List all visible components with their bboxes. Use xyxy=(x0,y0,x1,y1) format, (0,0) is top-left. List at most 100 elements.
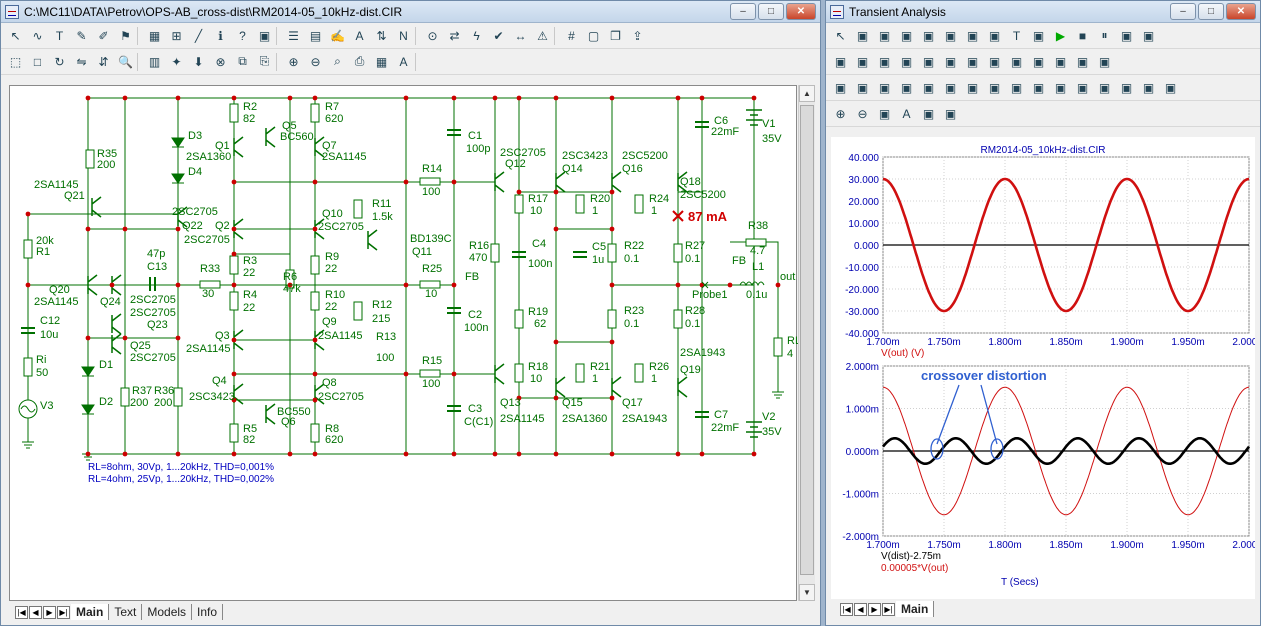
marker2-icon[interactable]: ▣ xyxy=(1142,28,1155,43)
info-icon[interactable]: ℹ xyxy=(218,28,223,43)
font-icon[interactable]: A xyxy=(902,106,911,121)
help-icon[interactable]: ? xyxy=(239,28,246,43)
tab-info[interactable]: Info xyxy=(192,604,224,620)
prev-page-icon[interactable]: ◀ xyxy=(29,605,42,619)
props-icon[interactable]: ▣ xyxy=(1032,28,1045,43)
text-tool-icon[interactable]: T xyxy=(55,28,64,43)
search2-icon[interactable]: ▣ xyxy=(1032,54,1045,69)
component-icon[interactable]: ⊞ xyxy=(171,28,182,43)
tile-icon[interactable]: ▦ xyxy=(375,54,388,69)
window-icon[interactable]: ▣ xyxy=(258,28,271,43)
table-icon[interactable]: ▤ xyxy=(309,28,322,43)
run-icon[interactable]: ▶ xyxy=(1055,28,1066,43)
minimize-button[interactable]: – xyxy=(730,3,756,20)
copy-icon[interactable]: ⧉ xyxy=(238,54,247,68)
zoom-in-icon[interactable]: ⊕ xyxy=(835,106,846,121)
scale-icon[interactable]: ▣ xyxy=(900,28,913,43)
rotate-icon[interactable]: ↻ xyxy=(54,54,65,69)
flip-icon[interactable]: ⇵ xyxy=(98,54,109,69)
page2-icon[interactable]: ❐ xyxy=(610,28,621,43)
list-icon[interactable]: ▣ xyxy=(1076,54,1089,69)
arrow-lr-icon[interactable]: ↔ xyxy=(514,28,527,43)
count-icon[interactable]: ▣ xyxy=(1120,80,1133,95)
flag-icon[interactable]: ⚑ xyxy=(120,28,131,43)
page-icon[interactable]: ▢ xyxy=(587,28,600,43)
valley2-icon[interactable]: ▣ xyxy=(900,80,913,95)
col3-icon[interactable]: ▣ xyxy=(922,54,935,69)
panel-icon[interactable]: ▣ xyxy=(834,54,847,69)
paste-icon[interactable]: ⎘ xyxy=(259,54,270,68)
tab-models[interactable]: Models xyxy=(142,604,193,620)
scroll-down-icon[interactable]: ▼ xyxy=(799,584,815,601)
schematic-vscrollbar[interactable]: ▲ ▼ xyxy=(798,85,815,601)
peak-icon[interactable]: ▣ xyxy=(922,28,935,43)
grid-icon[interactable]: # xyxy=(568,28,575,43)
wire-icon[interactable]: ∿ xyxy=(32,28,43,43)
slope-icon[interactable]: ▣ xyxy=(988,80,1001,95)
font-icon[interactable]: A xyxy=(399,54,408,69)
analysis-next-icon[interactable]: ▶ xyxy=(868,602,881,616)
draw-icon[interactable]: ✎ xyxy=(76,28,87,43)
high-icon[interactable]: ▣ xyxy=(922,80,935,95)
globallow-icon[interactable]: ▣ xyxy=(1032,80,1045,95)
schematic-titlebar[interactable]: C:\MC11\DATA\Petrov\OPS-AB_cross-dist\RM… xyxy=(1,1,820,23)
col4-icon[interactable]: ▣ xyxy=(944,54,957,69)
step-icon[interactable]: ⇅ xyxy=(376,28,387,43)
analysis-last-icon[interactable]: ▶| xyxy=(882,602,895,616)
zoom-out-icon[interactable]: ⊖ xyxy=(310,54,321,69)
scope-icon[interactable]: ▣ xyxy=(856,28,869,43)
node-icon[interactable]: N xyxy=(399,28,408,43)
low-icon[interactable]: ▣ xyxy=(944,80,957,95)
analysis-first-icon[interactable]: |◀ xyxy=(840,602,853,616)
col2-icon[interactable]: ▣ xyxy=(900,54,913,69)
copy-icon[interactable]: ▣ xyxy=(922,106,935,121)
circle-down-icon[interactable]: ⬇ xyxy=(193,54,204,69)
export-icon[interactable]: ⇪ xyxy=(632,28,643,43)
cursor-icon[interactable]: ▣ xyxy=(966,28,979,43)
first-page-icon[interactable]: |◀ xyxy=(15,605,28,619)
blank-icon[interactable]: □ xyxy=(33,54,42,69)
select-box-icon[interactable]: ⬚ xyxy=(9,54,22,69)
valley-icon[interactable]: ▣ xyxy=(944,28,957,43)
cursor-right-icon[interactable]: ▣ xyxy=(856,80,869,95)
search1-icon[interactable]: ▣ xyxy=(1010,54,1023,69)
close-button[interactable]: ✕ xyxy=(786,3,816,20)
fit-icon[interactable]: ▣ xyxy=(1142,80,1155,95)
text-a-icon[interactable]: T xyxy=(1012,28,1021,43)
inflect-icon[interactable]: ▣ xyxy=(966,80,979,95)
analysis-minimize-button[interactable]: – xyxy=(1170,3,1196,20)
fit2-icon[interactable]: ▣ xyxy=(1164,80,1177,95)
select-arrow-icon[interactable]: ↖ xyxy=(10,28,21,43)
analysis-close-button[interactable]: ✕ xyxy=(1226,3,1256,20)
cancel-icon[interactable]: ⊗ xyxy=(215,54,226,69)
analysis-maximize-button[interactable]: □ xyxy=(1198,3,1224,20)
mirror-icon[interactable]: ⇋ xyxy=(76,54,87,69)
table2-icon[interactable]: ▣ xyxy=(1098,80,1111,95)
grid2-icon[interactable]: ▣ xyxy=(856,54,869,69)
find-icon[interactable]: 🔍 xyxy=(118,54,133,69)
arrows-icon[interactable]: ⇄ xyxy=(449,28,460,43)
tag-icon[interactable]: ▣ xyxy=(1054,80,1067,95)
zoom-fit-icon[interactable]: ⌕ xyxy=(334,54,341,68)
paste-icon[interactable]: ▣ xyxy=(944,106,957,121)
cursor-left-icon[interactable]: ▣ xyxy=(834,80,847,95)
zoom-out-icon[interactable]: ⊖ xyxy=(857,106,868,121)
search3-icon[interactable]: ▣ xyxy=(1054,54,1067,69)
frame-icon[interactable]: ▣ xyxy=(966,54,979,69)
diagram-icon[interactable]: ▦ xyxy=(148,28,161,43)
check-icon[interactable]: ✔ xyxy=(493,28,504,43)
line-icon[interactable]: ╱ xyxy=(194,28,203,43)
bookmark-icon[interactable]: ✦ xyxy=(171,54,182,69)
dropdown-icon[interactable]: ▣ xyxy=(1076,80,1089,95)
zoom-box-icon[interactable]: ▣ xyxy=(878,28,891,43)
globalhigh-icon[interactable]: ▣ xyxy=(1010,80,1023,95)
marker-icon[interactable]: ▣ xyxy=(1120,28,1133,43)
edit2-icon[interactable]: ▣ xyxy=(1098,54,1111,69)
print-icon[interactable]: ⎙ xyxy=(354,54,365,68)
tab-text[interactable]: Text xyxy=(109,604,143,620)
pointer-icon[interactable]: ↖ xyxy=(835,28,846,43)
book-icon[interactable]: ▥ xyxy=(148,54,161,69)
analysis-prev-icon[interactable]: ◀ xyxy=(854,602,867,616)
peak2-icon[interactable]: ▣ xyxy=(878,80,891,95)
frame2-icon[interactable]: ▣ xyxy=(988,54,1001,69)
